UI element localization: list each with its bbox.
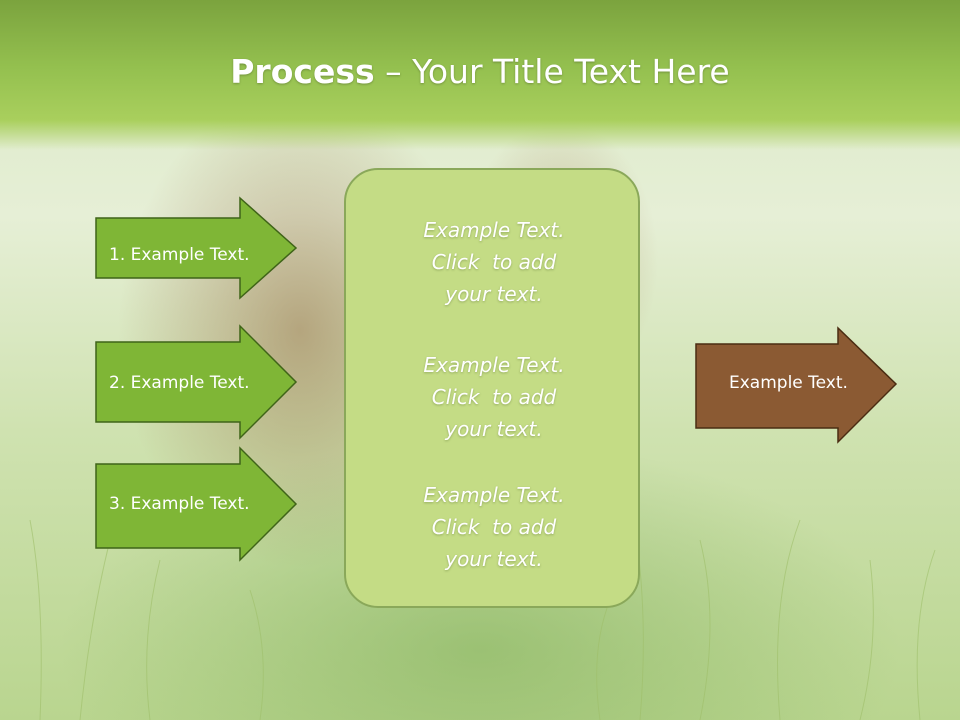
center-block-1: Example Text. Click to add your text. [346,214,642,310]
arrow-2[interactable] [94,324,300,440]
arrow-1-label: 1. Example Text. [109,245,250,265]
block-2-line-2: Click to add [431,385,557,409]
center-text-box[interactable]: Example Text. Click to add your text. Ex… [344,168,640,608]
block-2-line-3: your text. [445,417,543,441]
block-1-line-2: Click to add [431,250,557,274]
block-3-line-2: Click to add [431,515,557,539]
arrow-2-label: 2. Example Text. [109,373,250,393]
right-arrow[interactable] [694,326,900,446]
slide-title[interactable]: Process – Your Title Text Here [0,52,960,91]
right-arrow-label: Example Text. [729,373,848,393]
block-3-line-1: Example Text. [423,483,565,507]
block-1-line-3: your text. [445,282,543,306]
arrow-3-label: 3. Example Text. [109,494,250,514]
block-3-line-3: your text. [445,547,543,571]
header-band [0,0,960,150]
arrow-3[interactable] [94,446,300,562]
arrow-1[interactable] [94,196,300,302]
center-block-2: Example Text. Click to add your text. [346,349,642,445]
title-bold: Process [230,52,375,91]
center-block-3: Example Text. Click to add your text. [346,479,642,575]
block-2-line-1: Example Text. [423,353,565,377]
block-1-line-1: Example Text. [423,218,565,242]
title-rest: – Your Title Text Here [374,52,730,91]
